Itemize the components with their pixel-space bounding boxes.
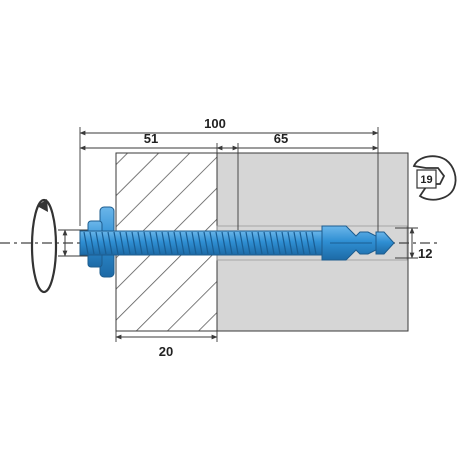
thread-line	[275, 231, 281, 255]
thread-line	[197, 231, 203, 255]
thread-line	[185, 231, 191, 255]
thread-line	[209, 231, 215, 255]
thread-line	[269, 231, 275, 255]
dim-text-20: 20	[159, 344, 173, 359]
thread-line	[239, 231, 245, 255]
thread-line	[179, 231, 185, 255]
dim-text-65: 65	[274, 131, 288, 146]
thread-line	[251, 231, 257, 255]
thread-line	[101, 231, 107, 255]
thread-line	[287, 231, 293, 255]
thread-line	[125, 231, 131, 255]
thread-line	[305, 231, 311, 255]
dim-text-100: 100	[204, 116, 226, 131]
cone-tip	[375, 231, 395, 255]
thread-line	[233, 231, 239, 255]
thread-line	[137, 231, 143, 255]
thread-line	[245, 231, 251, 255]
thread-line	[281, 231, 287, 255]
thread-line	[83, 231, 89, 255]
thread-line	[299, 231, 305, 255]
rotation-arrow-icon	[30, 198, 58, 294]
dim-text-51: 51	[144, 131, 158, 146]
thread-line	[173, 231, 179, 255]
thread-lines	[83, 231, 317, 255]
wrench-size-badge	[416, 169, 437, 189]
thread-line	[311, 231, 317, 255]
thread-line	[149, 231, 155, 255]
thread-line	[257, 231, 263, 255]
thread-line	[155, 231, 161, 255]
thread-line	[167, 231, 173, 255]
thread-line	[107, 231, 113, 255]
wrench-size-text: 19	[420, 174, 432, 186]
thread-line	[263, 231, 269, 255]
thread-line	[227, 231, 233, 255]
dim-text-12: 12	[418, 246, 432, 261]
thread-line	[293, 231, 299, 255]
thread-line	[113, 231, 119, 255]
thread-line	[89, 231, 95, 255]
anchor-bolt	[79, 206, 395, 278]
thread-line	[221, 231, 227, 255]
open-end-wrench-icon: 19	[412, 155, 457, 201]
thread-line	[143, 231, 149, 255]
thread-line	[191, 231, 197, 255]
thread-line	[131, 231, 137, 255]
thread-line	[95, 231, 101, 255]
thread-line	[215, 231, 221, 255]
thread-line	[161, 231, 167, 255]
thread-line	[203, 231, 209, 255]
thread-line	[119, 231, 125, 255]
